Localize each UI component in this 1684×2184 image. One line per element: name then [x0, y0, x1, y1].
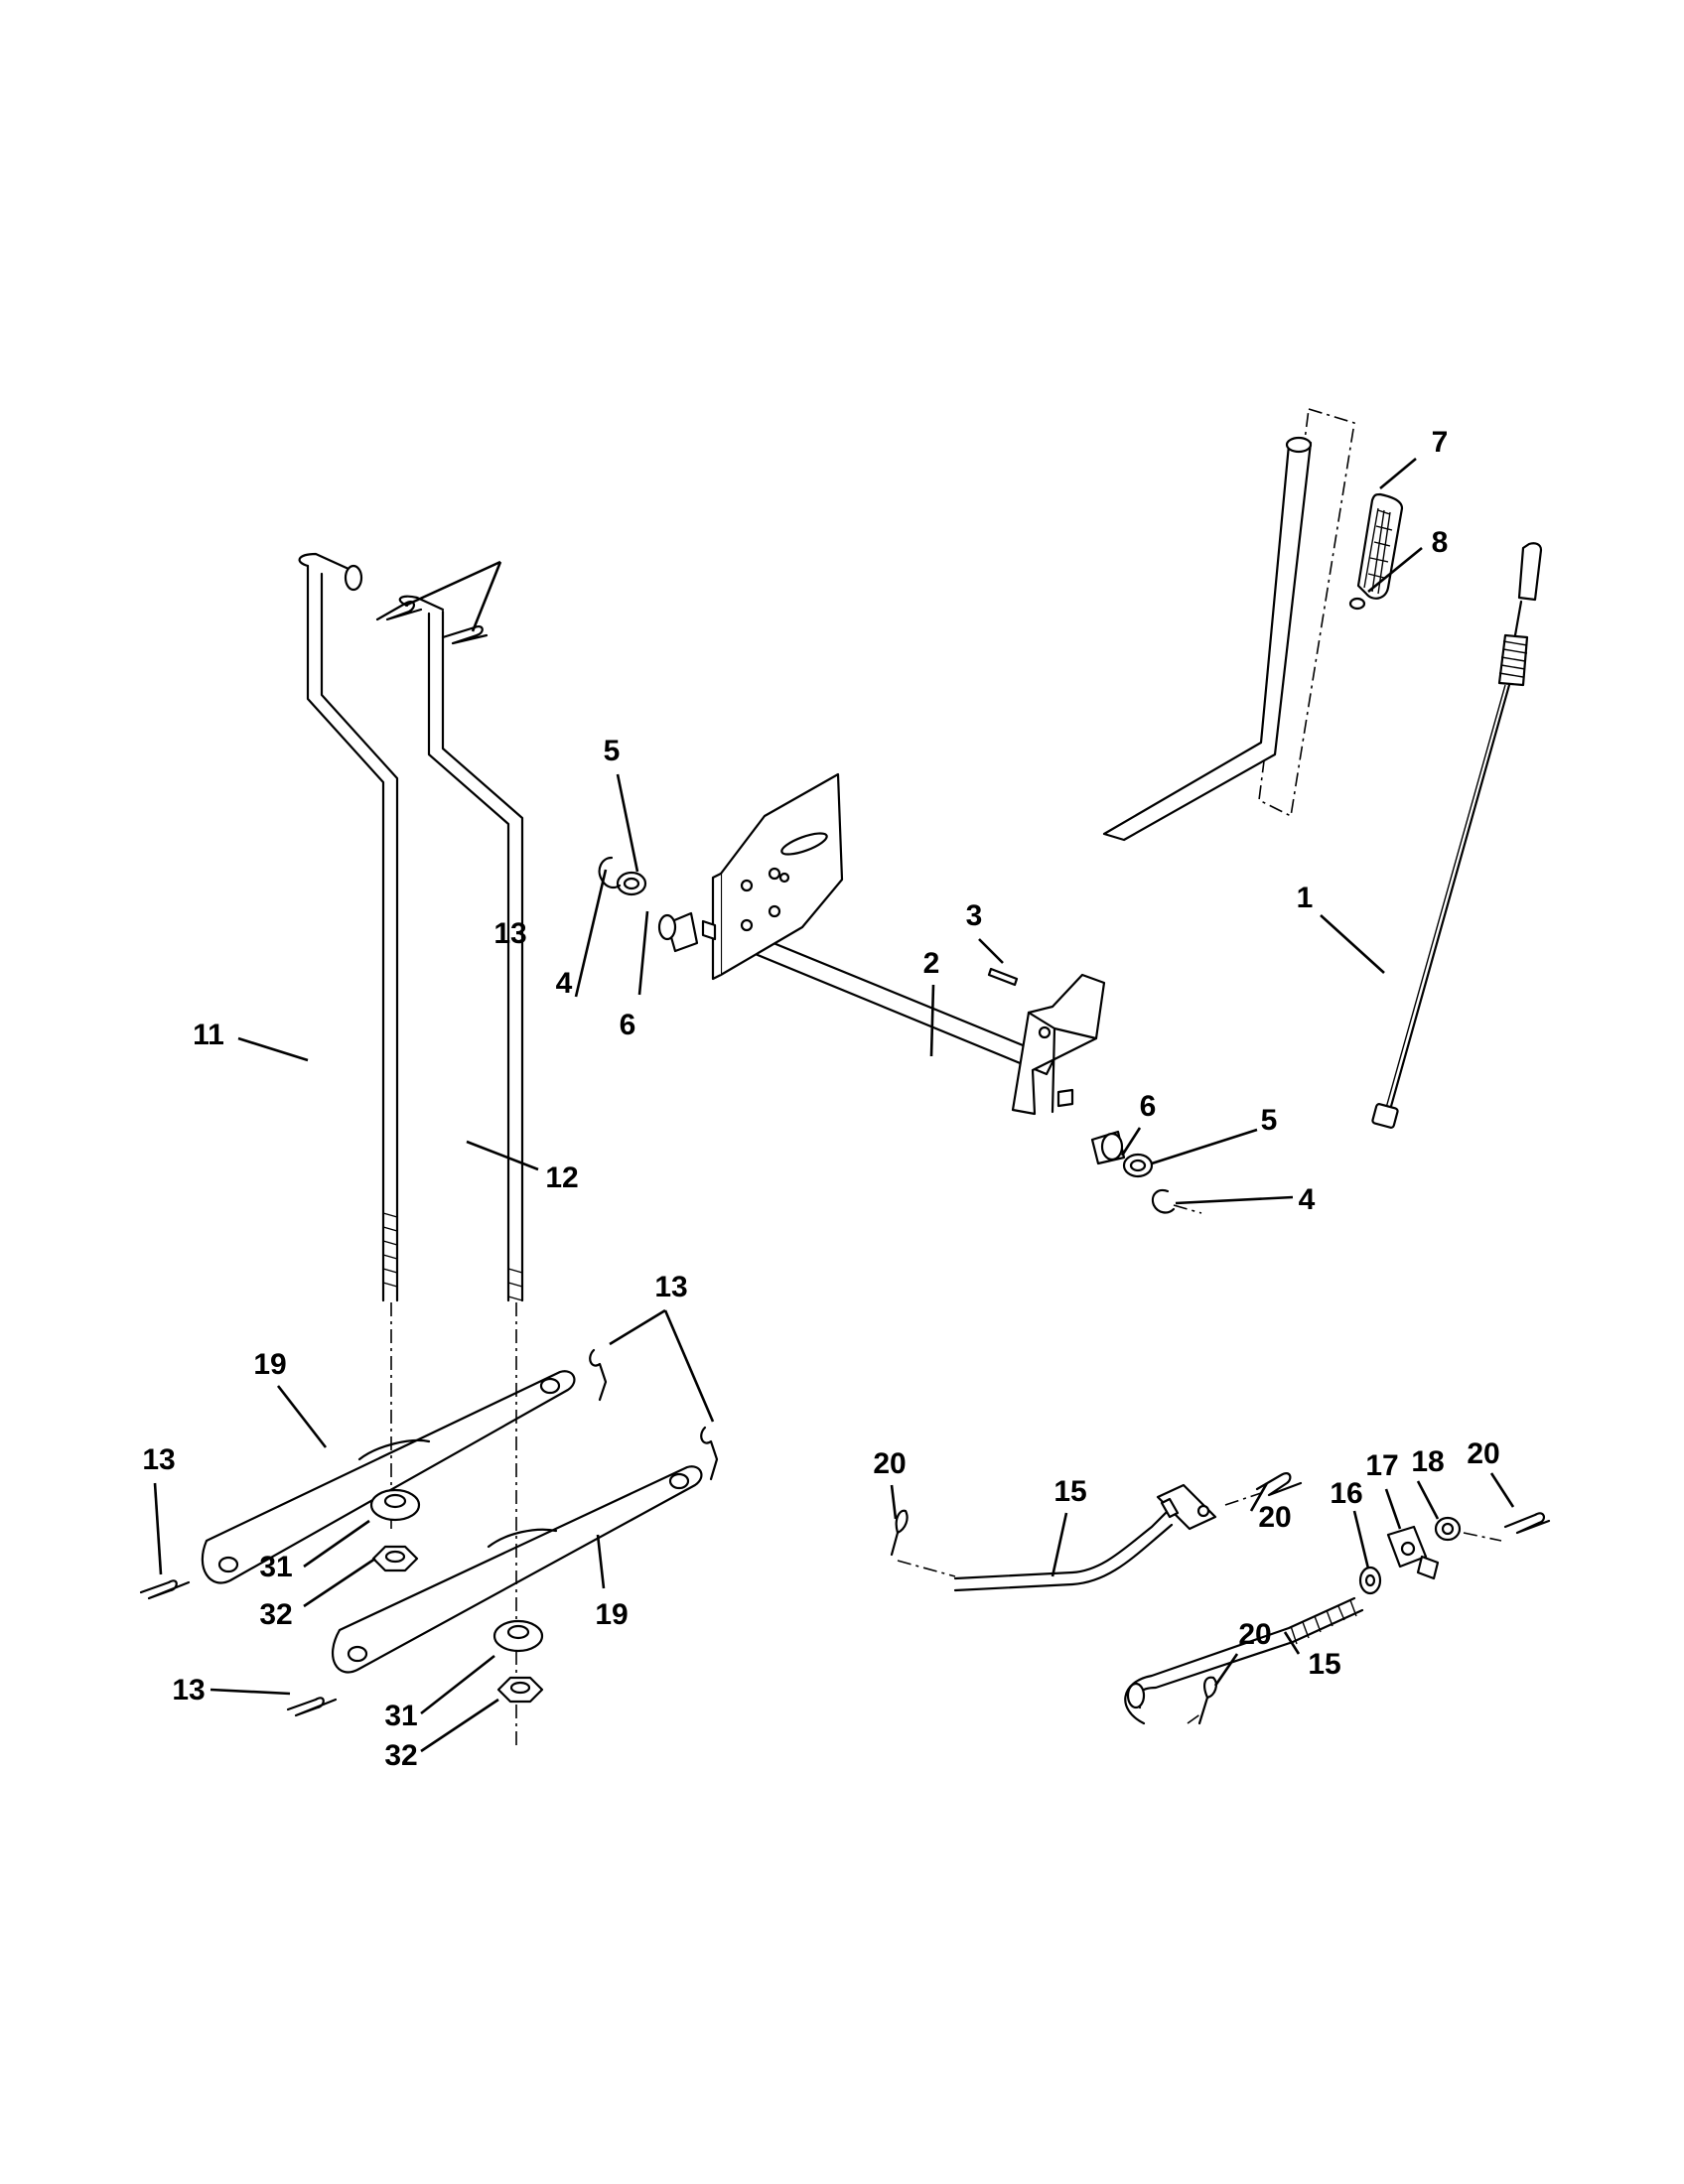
callout-15: 15	[1308, 1648, 1340, 1681]
lift-link-left	[298, 552, 399, 1302]
callout-31: 31	[259, 1551, 292, 1583]
lift-arm-upper	[201, 1370, 576, 1584]
lift-arm-lower	[332, 1465, 703, 1674]
callout-1: 1	[1297, 882, 1314, 914]
callout-31: 31	[384, 1700, 417, 1732]
callout-labels: 7 8 5 1 3 13 4 2 6 11 6 5 12 4 13 19 13 …	[142, 426, 1499, 1772]
callout-20: 20	[1258, 1501, 1291, 1534]
callout-13: 13	[172, 1674, 205, 1706]
callout-2: 2	[923, 947, 940, 980]
trunnion-block-17	[1386, 1525, 1440, 1580]
hairpin-clip-top-a	[375, 601, 423, 621]
bushing-right	[1056, 1088, 1126, 1165]
retaining-clip-left	[598, 856, 622, 889]
hairpin-clip-top-b	[441, 625, 489, 645]
callout-6: 6	[620, 1009, 636, 1041]
spacer-upper	[369, 1488, 421, 1522]
lift-link-centerlines	[390, 1302, 517, 1747]
spacer-lower	[492, 1619, 544, 1653]
callout-13: 13	[493, 917, 526, 950]
callout-5: 5	[604, 735, 621, 767]
callout-13: 13	[654, 1271, 687, 1303]
callout-19: 19	[595, 1598, 628, 1631]
grip-ferrule	[1348, 597, 1366, 611]
callout-32: 32	[259, 1598, 292, 1631]
deck-rod-upper	[897, 1483, 1217, 1592]
callout-6: 6	[1140, 1090, 1157, 1123]
washer-left	[616, 871, 647, 896]
callout-8: 8	[1432, 526, 1449, 559]
cotter-pin-left	[890, 1509, 909, 1557]
callout-7: 7	[1432, 426, 1449, 459]
handle-grip	[1356, 492, 1404, 600]
callout-3: 3	[966, 899, 983, 932]
callout-5: 5	[1261, 1104, 1278, 1137]
callout-18: 18	[1411, 1445, 1444, 1478]
leader-lines	[153, 458, 1515, 1753]
callout-20: 20	[1238, 1618, 1271, 1651]
lock-nut-18	[1434, 1516, 1502, 1542]
callout-11: 11	[193, 1019, 224, 1051]
hairpin-clip-bottom	[286, 1697, 338, 1717]
callout-13: 13	[142, 1443, 175, 1476]
callout-17: 17	[1365, 1449, 1398, 1482]
callout-4: 4	[1299, 1183, 1316, 1216]
flat-washer-16	[1358, 1566, 1382, 1595]
callout-32: 32	[384, 1739, 417, 1772]
callout-19: 19	[253, 1348, 286, 1381]
callout-20: 20	[873, 1447, 906, 1480]
callout-15: 15	[1053, 1475, 1086, 1508]
lift-rod	[1371, 542, 1543, 1129]
nut-lower	[496, 1676, 544, 1704]
cotter-pin-lower	[1187, 1676, 1217, 1725]
washer-right	[1122, 1153, 1154, 1178]
shaft-bracket	[1011, 973, 1106, 1116]
lift-handle-lever	[1102, 436, 1313, 842]
phantom-handle-outline	[1258, 407, 1355, 818]
lift-shaft	[724, 924, 1056, 1076]
mounting-plate	[711, 772, 844, 981]
hairpin-clip-mid-b	[700, 1426, 719, 1481]
roll-pin	[987, 967, 1019, 987]
callout-16: 16	[1330, 1477, 1362, 1510]
hairpin-20-far-right	[1503, 1512, 1551, 1535]
hairpin-20-upper-right	[1224, 1472, 1303, 1506]
retaining-clip-right	[1151, 1188, 1202, 1214]
hairpin-clip-mid-a	[589, 1348, 608, 1402]
deck-rod-lower	[1124, 1596, 1364, 1725]
callout-4: 4	[556, 967, 573, 1000]
nut-upper	[371, 1545, 419, 1572]
callout-12: 12	[545, 1161, 578, 1194]
callout-20: 20	[1467, 1437, 1499, 1470]
hairpin-clip-left	[139, 1579, 191, 1600]
bushing-left	[657, 911, 717, 953]
